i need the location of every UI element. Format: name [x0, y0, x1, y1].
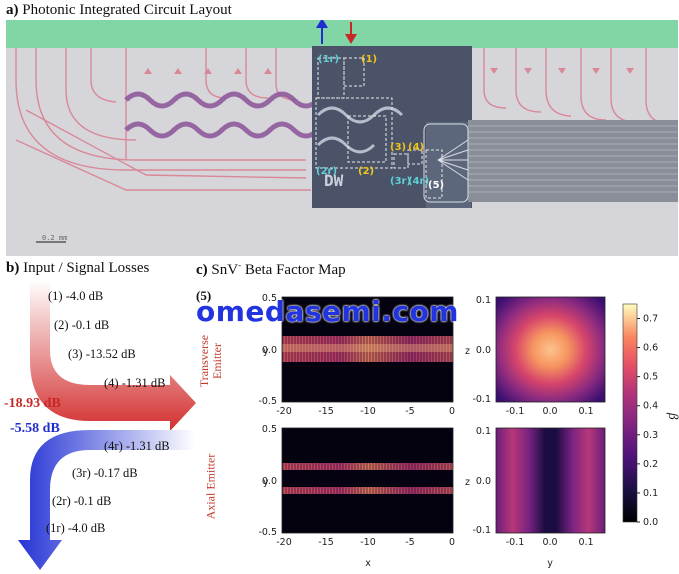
- tick-lt-y-2: -0.5: [258, 396, 277, 407]
- colorbar: [622, 303, 638, 523]
- tick-lb-y-0: 0.5: [262, 424, 277, 435]
- rt-ylabel: z: [465, 346, 470, 357]
- lt-ylabel: y: [263, 346, 269, 357]
- colorbar-tick-label: 0.5: [643, 372, 658, 383]
- left-bottom-yticks: 0.5 0.0 -0.5: [258, 424, 277, 538]
- label-3r: (3r): [390, 176, 411, 187]
- input-loss-arrow-icon: [30, 280, 196, 431]
- input-loss-1: (1) -4.0 dB: [48, 289, 104, 303]
- tick-rt-y-2: -0.1: [472, 394, 491, 405]
- label-2: (2): [358, 166, 374, 177]
- green-waveguide-band: [6, 20, 678, 48]
- colorbar-tick-label: 0.3: [643, 430, 658, 441]
- tick-rb-x-0: -0.1: [506, 537, 525, 548]
- tick-lb-x-0: -20: [276, 537, 292, 548]
- tick-rb-x-1: 0.0: [542, 537, 557, 548]
- tick-lb-x-3: -5: [405, 537, 414, 548]
- input-total-loss: -18.93 dB: [4, 396, 61, 411]
- input-arrow-icon: [345, 22, 357, 44]
- axial-xy-map: [282, 428, 453, 533]
- return-loss-1r: (1r) -4.0 dB: [46, 521, 106, 535]
- tick-lt-x-4: 0: [449, 406, 455, 417]
- output-arrow-icon: [316, 18, 328, 44]
- return-total-loss: -5.58 dB: [10, 421, 60, 436]
- tick-rt-x-0: -0.1: [506, 406, 525, 417]
- tick-lt-x-0: -20: [276, 406, 292, 417]
- tick-lt-x-2: -10: [360, 406, 376, 417]
- tick-rb-y-0: 0.1: [476, 426, 491, 437]
- right-bottom-yticks: 0.1 0.0 -0.1: [472, 426, 491, 536]
- left-bottom-xticks: -20 -15 -10 -5 0: [276, 537, 455, 548]
- input-loss-3: (3) -13.52 dB: [68, 347, 136, 361]
- input-loss-2: (2) -0.1 dB: [54, 318, 110, 332]
- return-loss-3r: (3r) -0.17 dB: [72, 466, 138, 480]
- colorbar-tick-label: 0.2: [643, 459, 658, 470]
- pic-layout-svg: DW 0.2 mm (1) (1r) (2) (2r) (3) (4): [6, 18, 678, 256]
- tick-rt-y-0: 0.1: [476, 295, 491, 306]
- tick-lb-y-1: 0.0: [262, 476, 277, 487]
- colorbar-tick-label: 0.7: [643, 314, 658, 325]
- colorbar-tick-label: 0.1: [643, 488, 658, 499]
- tick-rt-x-1: 0.0: [542, 406, 557, 417]
- watermark-text: omedasemi.com: [196, 295, 459, 328]
- label-5: (5): [428, 180, 444, 191]
- tick-lt-x-3: -5: [405, 406, 414, 417]
- tick-rb-x-2: 0.1: [578, 537, 593, 548]
- tick-rb-y-1: 0.0: [476, 476, 491, 487]
- lb-ylabel: y: [263, 477, 269, 488]
- tick-lb-x-4: 0: [449, 537, 455, 548]
- row-label-axial: Axial Emitter: [203, 453, 218, 520]
- panel-a-title: a) Photonic Integrated Circuit Layout: [6, 2, 232, 18]
- colorbar-tick-label: 0.6: [643, 343, 658, 354]
- label-4: (4): [408, 142, 424, 153]
- panel-c-label-5: (5): [196, 288, 212, 303]
- return-loss-arrow-icon: [18, 430, 195, 570]
- label-2r: (2r): [316, 166, 337, 177]
- axial-yz-map: [496, 428, 605, 533]
- left-top-xticks: -20 -15 -10 -5 0: [276, 406, 455, 417]
- scale-bar-label: 0.2 mm: [42, 234, 67, 242]
- loss-arrows-svg: [18, 280, 196, 570]
- tick-lt-y-1: 0.0: [262, 345, 277, 356]
- colorbar-tick-label: 0.4: [643, 401, 658, 412]
- left-top-yticks: 0.5 0.0 -0.5: [258, 293, 277, 407]
- label-3: (3): [390, 142, 406, 153]
- right-xlabel: y: [547, 558, 553, 569]
- right-bottom-xticks: -0.1 0.0 0.1: [506, 537, 594, 548]
- left-xlabel: x: [365, 558, 371, 569]
- return-loss-2r: (2r) -0.1 dB: [52, 494, 112, 508]
- tick-lt-y-0: 0.5: [262, 293, 277, 304]
- rb-ylabel: z: [465, 477, 470, 488]
- label-1: (1): [361, 54, 377, 65]
- chip-dw-text: DW: [324, 171, 344, 190]
- tick-rt-y-1: 0.0: [476, 345, 491, 356]
- right-top-xticks: -0.1 0.0 0.1: [506, 406, 594, 417]
- return-loss-4r: (4r) -1.31 dB: [104, 439, 170, 453]
- beta-maps-svg: 0.00.10.20.30.40.50.60.7 β 0.5 0.0 -0.5 …: [258, 293, 679, 569]
- tick-rt-x-2: 0.1: [578, 406, 593, 417]
- colorbar-tick-label: 0.0: [643, 517, 658, 528]
- transverse-yz-map: [496, 297, 605, 402]
- tick-rb-y-2: -0.1: [472, 525, 491, 536]
- transverse-xy-map: [282, 297, 453, 402]
- tick-lb-x-2: -10: [360, 537, 376, 548]
- label-4r: (4r): [408, 176, 429, 187]
- tick-lb-x-1: -15: [318, 537, 334, 548]
- input-loss-4: (4) -1.31 dB: [104, 376, 166, 390]
- tick-lt-x-1: -15: [318, 406, 334, 417]
- colorbar-label: β: [666, 412, 679, 420]
- label-1r: (1r): [318, 54, 339, 65]
- tick-lb-y-2: -0.5: [258, 527, 277, 538]
- pic-layout-image: DW 0.2 mm (1) (1r) (2) (2r) (3) (4): [6, 18, 678, 256]
- panel-b-title: b) Input / Signal Losses: [6, 260, 150, 276]
- panel-c-title: c) SnV- Beta Factor Map: [196, 260, 346, 278]
- right-top-yticks: 0.1 0.0 -0.1: [472, 295, 491, 405]
- colorbar-ticks: 0.0 0.1 0.2 0.3 0.4 0.5 0.6 0.7: [637, 314, 658, 528]
